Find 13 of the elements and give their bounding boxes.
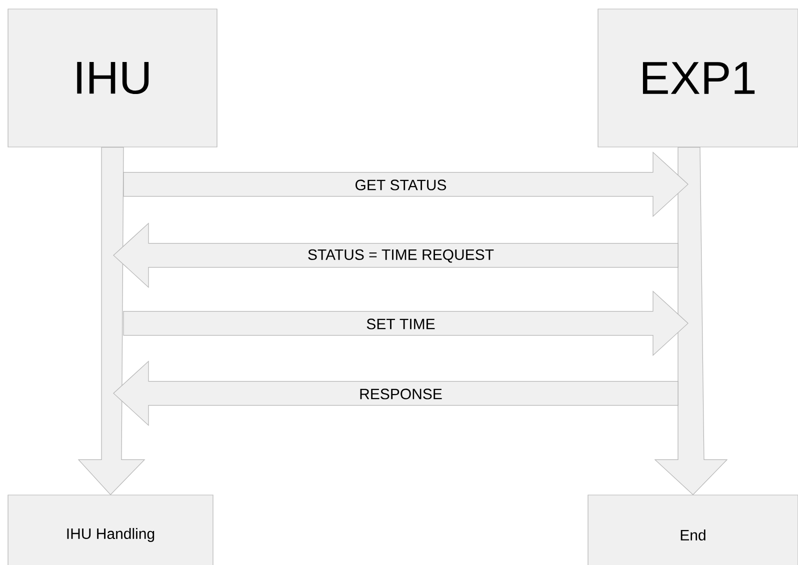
lifeline-arrow bbox=[654, 147, 728, 496]
participant-box: IHU Handling bbox=[8, 494, 214, 565]
message-arrow bbox=[123, 290, 688, 356]
edge-label: SET TIME bbox=[365, 318, 436, 330]
edge-label: RESPONSE bbox=[358, 388, 444, 400]
edge-label: GET STATUS bbox=[354, 178, 448, 192]
message-arrow bbox=[123, 152, 688, 217]
message-arrow bbox=[113, 360, 678, 426]
lifeline-arrow bbox=[78, 147, 146, 496]
participant-box: End bbox=[588, 494, 798, 565]
edge-label: STATUS = TIME REQUEST bbox=[306, 248, 496, 264]
participant-box: IHU bbox=[8, 8, 218, 148]
participant-box: EXP1 bbox=[598, 8, 798, 148]
